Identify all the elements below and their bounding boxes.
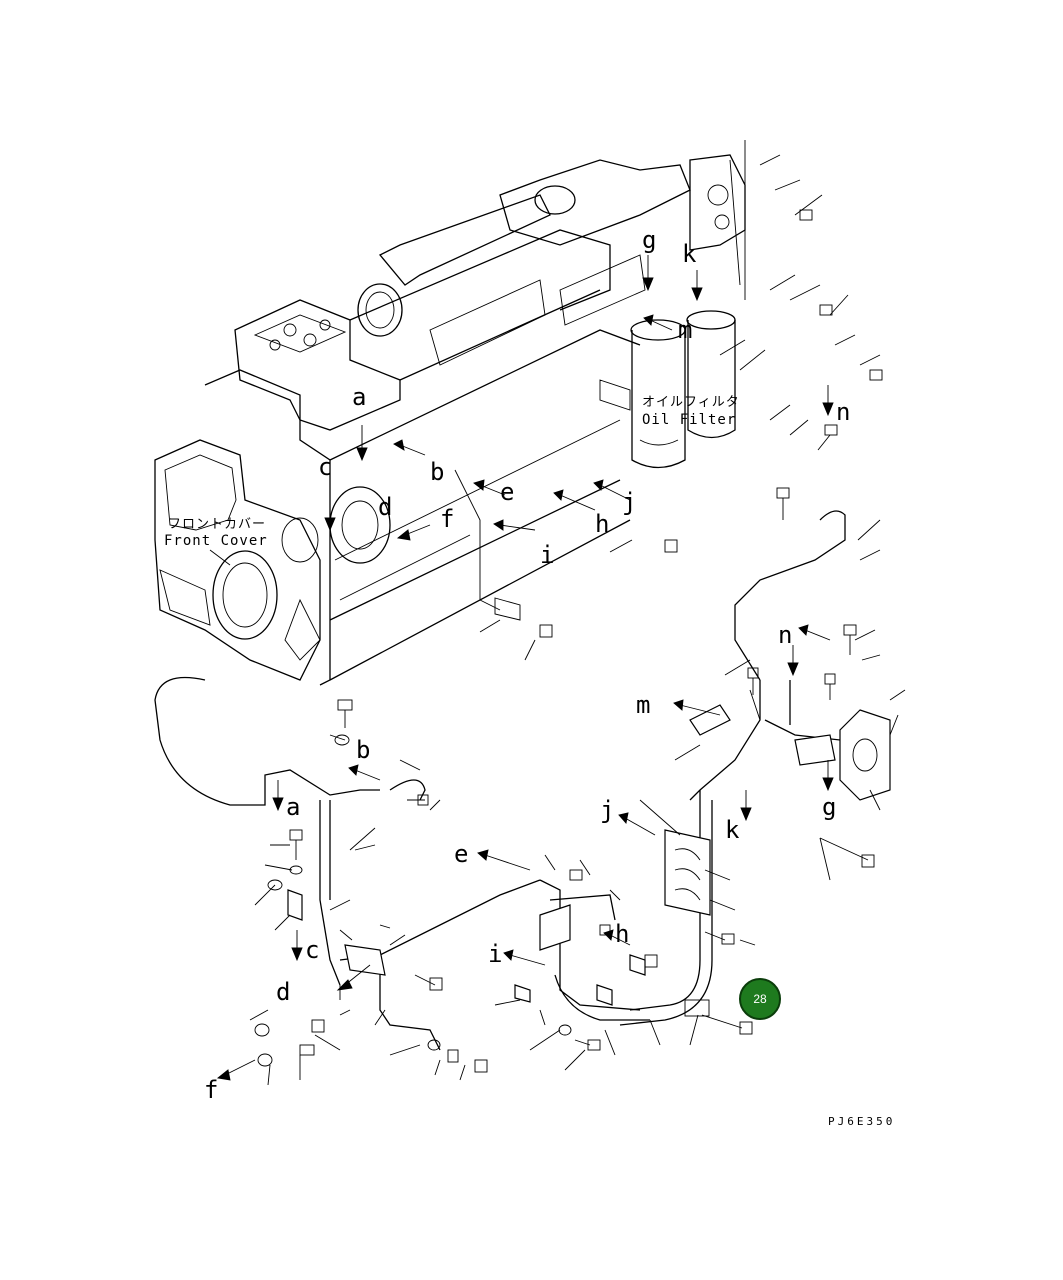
ref-letter-n: n bbox=[836, 398, 850, 426]
ref-letter-d-2: d bbox=[276, 978, 290, 1006]
oil-filter-label-jp: オイルフィルタ bbox=[642, 395, 740, 410]
ref-letter-f: f bbox=[440, 505, 454, 533]
reference-letters: a b c d e f h i j g k m n n m g k j b a … bbox=[204, 226, 850, 1104]
ref-letter-b-2: b bbox=[356, 736, 370, 764]
ref-letter-a: a bbox=[352, 383, 366, 411]
callout-28-number: 28 bbox=[753, 992, 767, 1006]
callout-28-marker[interactable]: 28 bbox=[739, 978, 781, 1020]
ref-letter-g: g bbox=[642, 226, 656, 254]
front-cover-label-jp: フロントカバー bbox=[168, 517, 266, 532]
ref-letter-c-2: c bbox=[305, 936, 319, 964]
ref-letter-j-2: j bbox=[600, 796, 614, 824]
ref-letter-c: c bbox=[318, 453, 332, 481]
engine-block bbox=[154, 154, 746, 686]
ref-letter-h: h bbox=[595, 510, 609, 538]
ref-letter-m-2: m bbox=[636, 691, 650, 719]
ref-letter-i: i bbox=[540, 541, 554, 569]
ref-letter-e: e bbox=[500, 478, 514, 506]
ref-letter-k: k bbox=[682, 240, 697, 268]
ref-letter-h-2: h bbox=[615, 920, 629, 948]
oil-filter-label-en: Oil Filter bbox=[642, 412, 736, 428]
leader-lines bbox=[209, 140, 906, 1086]
ref-letter-e-2: e bbox=[454, 840, 468, 868]
drawing-code: PJ6E350 bbox=[828, 1115, 895, 1128]
ref-letter-k-2: k bbox=[725, 816, 740, 844]
ref-letter-n-2: n bbox=[778, 621, 792, 649]
ref-letter-m: m bbox=[678, 316, 692, 344]
ref-letter-a-2: a bbox=[286, 793, 300, 821]
ref-letter-i-2: i bbox=[488, 940, 502, 968]
annotations: オイルフィルタ Oil Filter フロントカバー Front Cover P… bbox=[164, 395, 895, 1128]
front-cover-label-en: Front Cover bbox=[164, 533, 268, 549]
ref-letter-j: j bbox=[622, 488, 636, 516]
ref-letter-f-2: f bbox=[204, 1076, 218, 1104]
callout-28-circle bbox=[739, 978, 781, 1020]
ref-letter-b: b bbox=[430, 458, 444, 486]
ref-letter-g-2: g bbox=[822, 793, 836, 821]
wiring-harness-left bbox=[154, 676, 735, 1073]
wiring-harness-right bbox=[539, 209, 891, 1035]
ref-letter-d: d bbox=[378, 493, 392, 521]
